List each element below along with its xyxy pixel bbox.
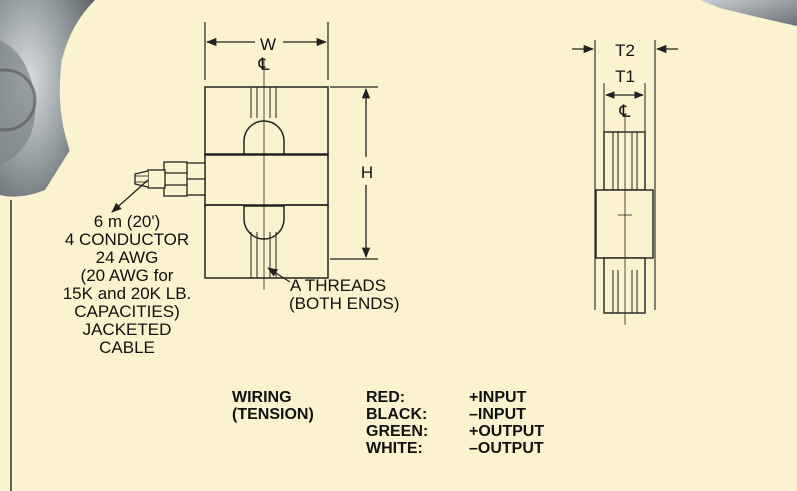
wire-color: BLACK: xyxy=(366,406,428,423)
wire-signal: –INPUT xyxy=(469,406,526,423)
wiring-title-line: WIRING xyxy=(232,389,292,406)
wiring-title-line: (TENSION) xyxy=(232,406,314,423)
wiring-title-spacer xyxy=(232,440,366,457)
threads-note: A THREADS (BOTH ENDS) xyxy=(289,276,400,313)
thickness-dimensions: T2 T1 ℄ xyxy=(572,41,678,121)
wire-color: WHITE: xyxy=(366,440,423,457)
threads-leader-arrow xyxy=(267,267,291,283)
wiring-table: WIRING RED: +INPUT (TENSION) BLACK: –INP… xyxy=(232,389,589,457)
wire-signal: +INPUT xyxy=(469,389,527,406)
height-label: H xyxy=(361,163,373,182)
wire-color: GREEN: xyxy=(366,423,429,440)
s-beam-body xyxy=(204,60,329,290)
wire-signal: +OUTPUT xyxy=(469,423,545,440)
cable-note-line: 4 CONDUCTOR xyxy=(65,230,189,249)
cable-note-line: CABLE xyxy=(99,338,155,357)
t1-label: T1 xyxy=(615,67,635,86)
cable-note-line: 6 m (20') xyxy=(94,212,161,231)
width-label: W xyxy=(260,35,276,54)
top-left-photo-fragment xyxy=(0,0,95,197)
threads-note-line: (BOTH ENDS) xyxy=(289,294,400,313)
width-dimension: W ℄ xyxy=(204,22,329,80)
centerline-symbol-front: ℄ xyxy=(258,55,270,74)
cable-note-line: CAPACITIES) xyxy=(74,302,179,321)
cable-note-line: 24 AWG xyxy=(96,248,159,267)
t2-label: T2 xyxy=(615,41,635,60)
top-right-photo-fragment xyxy=(700,0,797,26)
wire-color: RED: xyxy=(366,389,406,406)
wire-signal: –OUTPUT xyxy=(469,440,544,457)
wiring-title-spacer xyxy=(232,423,366,440)
centerline-symbol-side: ℄ xyxy=(619,102,631,121)
cable-note-line: JACKETED xyxy=(83,320,172,339)
threads-note-line: A THREADS xyxy=(290,276,386,295)
cable-note: 6 m (20') 4 CONDUCTOR 24 AWG (20 AWG for… xyxy=(63,212,192,357)
height-dimension: H xyxy=(330,86,378,260)
side-view xyxy=(594,40,656,325)
cable-leader-arrow xyxy=(111,179,149,213)
cable-connector xyxy=(134,161,206,197)
cable-note-line: 15K and 20K LB. xyxy=(63,284,192,303)
cable-note-line: (20 AWG for xyxy=(81,266,174,285)
